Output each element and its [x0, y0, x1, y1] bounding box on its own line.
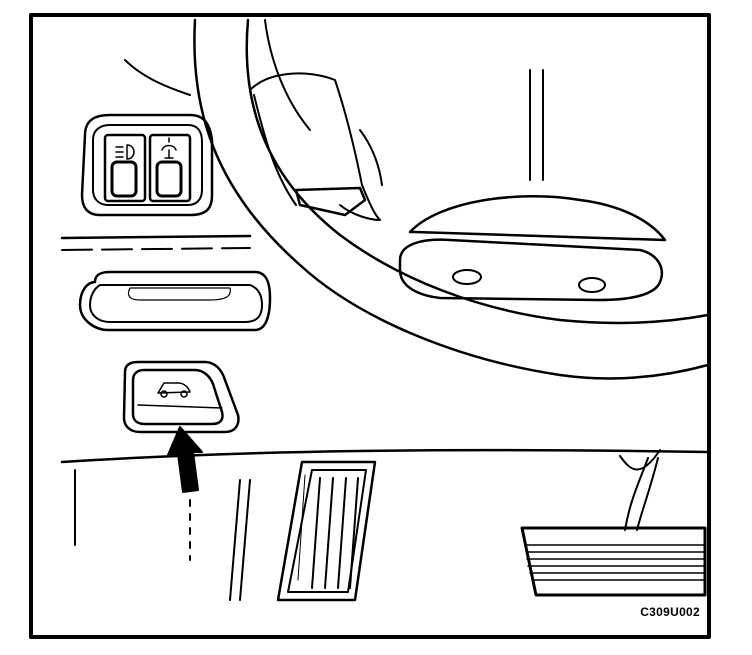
light-switch-panel	[80, 113, 214, 217]
steering-column-hub	[398, 195, 667, 302]
brake-pedal	[520, 526, 707, 597]
dashboard-trim-lines	[60, 234, 710, 601]
headlamp-switch-icon	[115, 144, 135, 160]
figure-code-label: C309U002	[640, 605, 700, 619]
hazard-switch-slot	[78, 270, 272, 332]
pointer-arrow	[167, 426, 203, 493]
frame-border	[29, 13, 711, 639]
gas-pedal-housing	[276, 460, 377, 602]
hood-release-handle	[122, 360, 240, 434]
dome-lamp-switch-icon	[161, 137, 177, 159]
hood-release-icon	[157, 382, 191, 398]
